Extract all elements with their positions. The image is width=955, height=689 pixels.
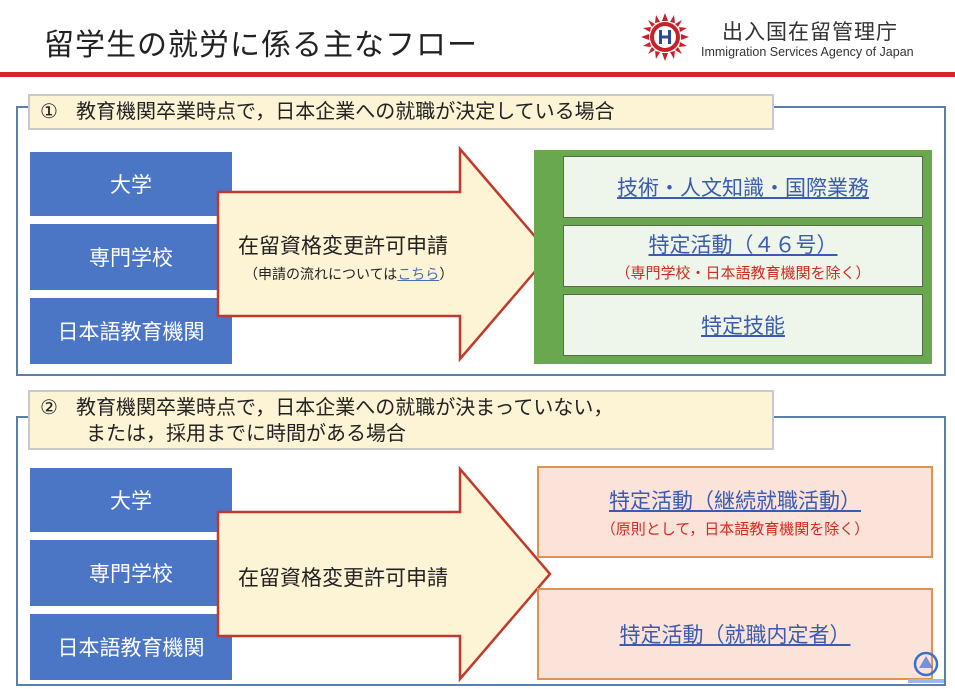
status-specified-skilled-worker-label[interactable]: 特定技能 — [701, 314, 785, 338]
header-divider — [0, 72, 955, 77]
section2-school-japanese-language: 日本語教育機関 — [30, 614, 232, 680]
agency-name-en: Immigration Services Agency of Japan — [701, 45, 914, 59]
section1-application-arrow — [216, 146, 552, 362]
status-continued-job-hunting-note: （原則として，日本語教育機関を除く） — [600, 520, 870, 538]
section2-school-vocational: 専門学校 — [30, 540, 232, 606]
section1-number: ① — [40, 99, 58, 123]
section2-school-university: 大学 — [30, 468, 232, 532]
status-designated-activities-46-label[interactable]: 特定活動（４６号） — [648, 233, 838, 257]
status-job-offer-holder[interactable]: 特定活動（就職内定者） — [537, 588, 933, 680]
section1-school-university: 大学 — [30, 152, 232, 216]
status-designated-activities-46[interactable]: 特定活動（４６号） （専門学校・日本語教育機関を除く） — [563, 225, 923, 287]
section1-heading-text: 教育機関卒業時点で，日本企業への就職が決定している場合 — [76, 99, 615, 123]
section2-number: ② — [40, 395, 58, 419]
status-engineer-humanities-intl[interactable]: 技術・人文知識・国際業務 — [563, 156, 923, 218]
status-continued-job-hunting[interactable]: 特定活動（継続就職活動） （原則として，日本語教育機関を除く） — [537, 466, 933, 558]
status-specified-skilled-worker[interactable]: 特定技能 — [563, 294, 923, 356]
watermark-logo-icon — [908, 651, 944, 683]
section1-arrow-note-suffix: ） — [439, 267, 454, 283]
section1-arrow-note-prefix: （申請の流れについては — [244, 267, 398, 283]
section1-school-japanese-language: 日本語教育機関 — [30, 298, 232, 364]
section2-heading: ② 教育機関卒業時点で，日本企業への就職が決まっていない， または，採用までに時間… — [28, 390, 774, 450]
seal-emblem-icon — [641, 13, 689, 61]
section1-heading: ① 教育機関卒業時点で，日本企業への就職が決定している場合 — [28, 94, 774, 130]
page-header: 留学生の就労に係る主なフロー 出入国在留管理庁 Immigration Serv… — [0, 0, 955, 72]
section2-heading-line1: 教育機関卒業時点で，日本企業への就職が決まっていない， — [76, 395, 614, 419]
status-job-offer-holder-label[interactable]: 特定活動（就職内定者） — [619, 623, 851, 647]
section2-application-arrow — [216, 466, 552, 682]
status-designated-activities-46-note: （専門学校・日本語教育機関を除く） — [615, 264, 871, 282]
application-flow-link[interactable]: こちら — [397, 267, 440, 283]
section1-school-vocational: 専門学校 — [30, 224, 232, 290]
status-continued-job-hunting-label[interactable]: 特定活動（継続就職活動） — [609, 489, 861, 513]
agency-name-ja: 出入国在留管理庁 — [722, 20, 898, 44]
page-title: 留学生の就労に係る主なフロー — [44, 28, 478, 63]
status-engineer-humanities-intl-label[interactable]: 技術・人文知識・国際業務 — [617, 176, 869, 200]
section2-heading-line2: または，採用までに時間がある場合 — [86, 421, 406, 445]
section1-arrow-note: （申請の流れについてはこちら） — [244, 264, 453, 284]
section2-arrow-label: 在留資格変更許可申請 — [238, 566, 448, 590]
section1-arrow-label: 在留資格変更許可申請 — [238, 234, 448, 258]
